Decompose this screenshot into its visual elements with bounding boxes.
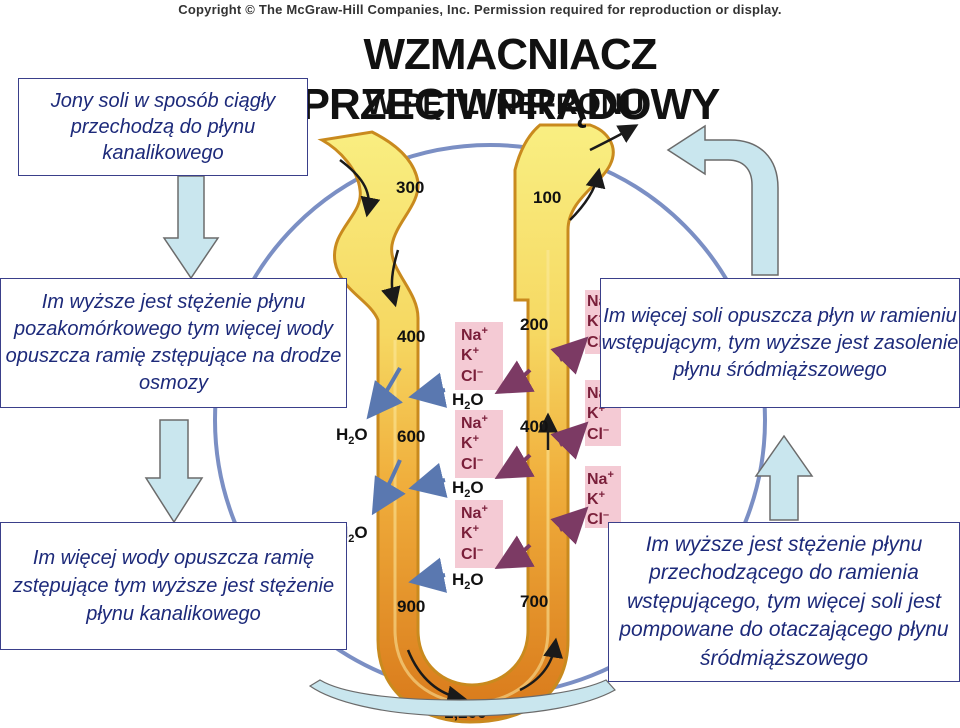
svg-text:K+: K+ [461,523,479,542]
page-subtitle: W PĘTLI NEFRONU [365,88,645,121]
flow-arrow-top-right [569,167,606,221]
flow-arrow-down-left [381,249,401,308]
svg-text:Na+: Na+ [587,469,614,488]
svg-text:Cl–: Cl– [461,366,483,385]
info-box-top-left: Jony soli w sposób ciągły przechodzą do … [18,78,308,176]
copyright-notice: Copyright © The McGraw-Hill Companies, I… [178,2,782,17]
ion-group-left-1: Na+ K+ Cl– [455,322,503,390]
svg-text:Na+: Na+ [461,503,488,522]
water-arrow-5 [371,459,406,516]
value-400-right: 400 [520,417,548,436]
block-arrow-curved-top-right [666,124,779,276]
value-700: 700 [520,592,548,611]
salt-arrow-6 [550,506,589,545]
flow-arrow-right-bottom [519,637,564,692]
page-title: WZMACNIACZ PRZECIWPRĄDOWY [300,30,721,129]
salt-arrow-5 [550,421,589,460]
water-arrow-2 [408,372,448,408]
value-900: 900 [397,597,425,616]
k-label: K [461,347,473,364]
info-box-middle-left: Im wyższe jest stężenie płynu pozakomórk… [0,278,347,408]
svg-text:Cl–: Cl– [461,454,483,473]
block-arrow-down-1 [162,175,220,280]
value-200: 200 [520,315,548,334]
svg-text:Na+: Na+ [461,325,488,344]
info-box-middle-right: Im więcej soli opuszcza płyn w ramieniu … [600,278,960,408]
value-300: 300 [396,178,424,197]
svg-text:Na+: Na+ [461,413,488,432]
svg-text:H2O: H2O [452,478,484,500]
svg-text:H2O: H2O [452,390,484,412]
cl-label: Cl [461,368,477,385]
ion-group-left-3: Na+ K+ Cl– [455,500,503,568]
salt-arrow-2 [494,445,535,479]
salt-arrow-4 [550,336,589,375]
salt-arrow-1 [494,360,535,394]
block-arrow-up-right [754,434,814,521]
svg-text:K+: K+ [461,345,479,364]
water-arrow-4 [408,557,448,593]
water-arrow-1 [366,366,404,420]
svg-text:Cl–: Cl– [587,509,609,528]
flow-arrow-exit [589,124,639,152]
svg-text:Cl–: Cl– [587,424,609,443]
salt-arrow-3 [494,535,535,569]
info-box-bottom-right: Im wyższe jest stężenie płynu przechodzą… [608,522,960,682]
water-arrow-3 [408,462,448,498]
value-100: 100 [533,188,561,207]
value-400-left: 400 [397,327,425,346]
value-600: 600 [397,427,425,446]
info-box-bottom-left: Im więcej wody opuszcza ramię zstępujące… [0,522,347,650]
block-arrow-down-2 [144,419,204,524]
na-label: Na [461,327,482,344]
svg-text:K+: K+ [587,403,605,422]
block-arrow-curved-bottom [308,679,616,717]
flow-arrow-bottom [406,649,468,706]
svg-text:H2O: H2O [336,425,368,447]
svg-text:H2O: H2O [452,570,484,592]
svg-text:K+: K+ [587,489,605,508]
ion-group-right-3: Na+ K+ Cl– [585,466,621,528]
flow-arrow-top-left [339,159,381,218]
ion-group-left-2: Na+ K+ Cl– [455,410,503,478]
svg-text:Cl–: Cl– [461,544,483,563]
svg-text:K+: K+ [461,433,479,452]
